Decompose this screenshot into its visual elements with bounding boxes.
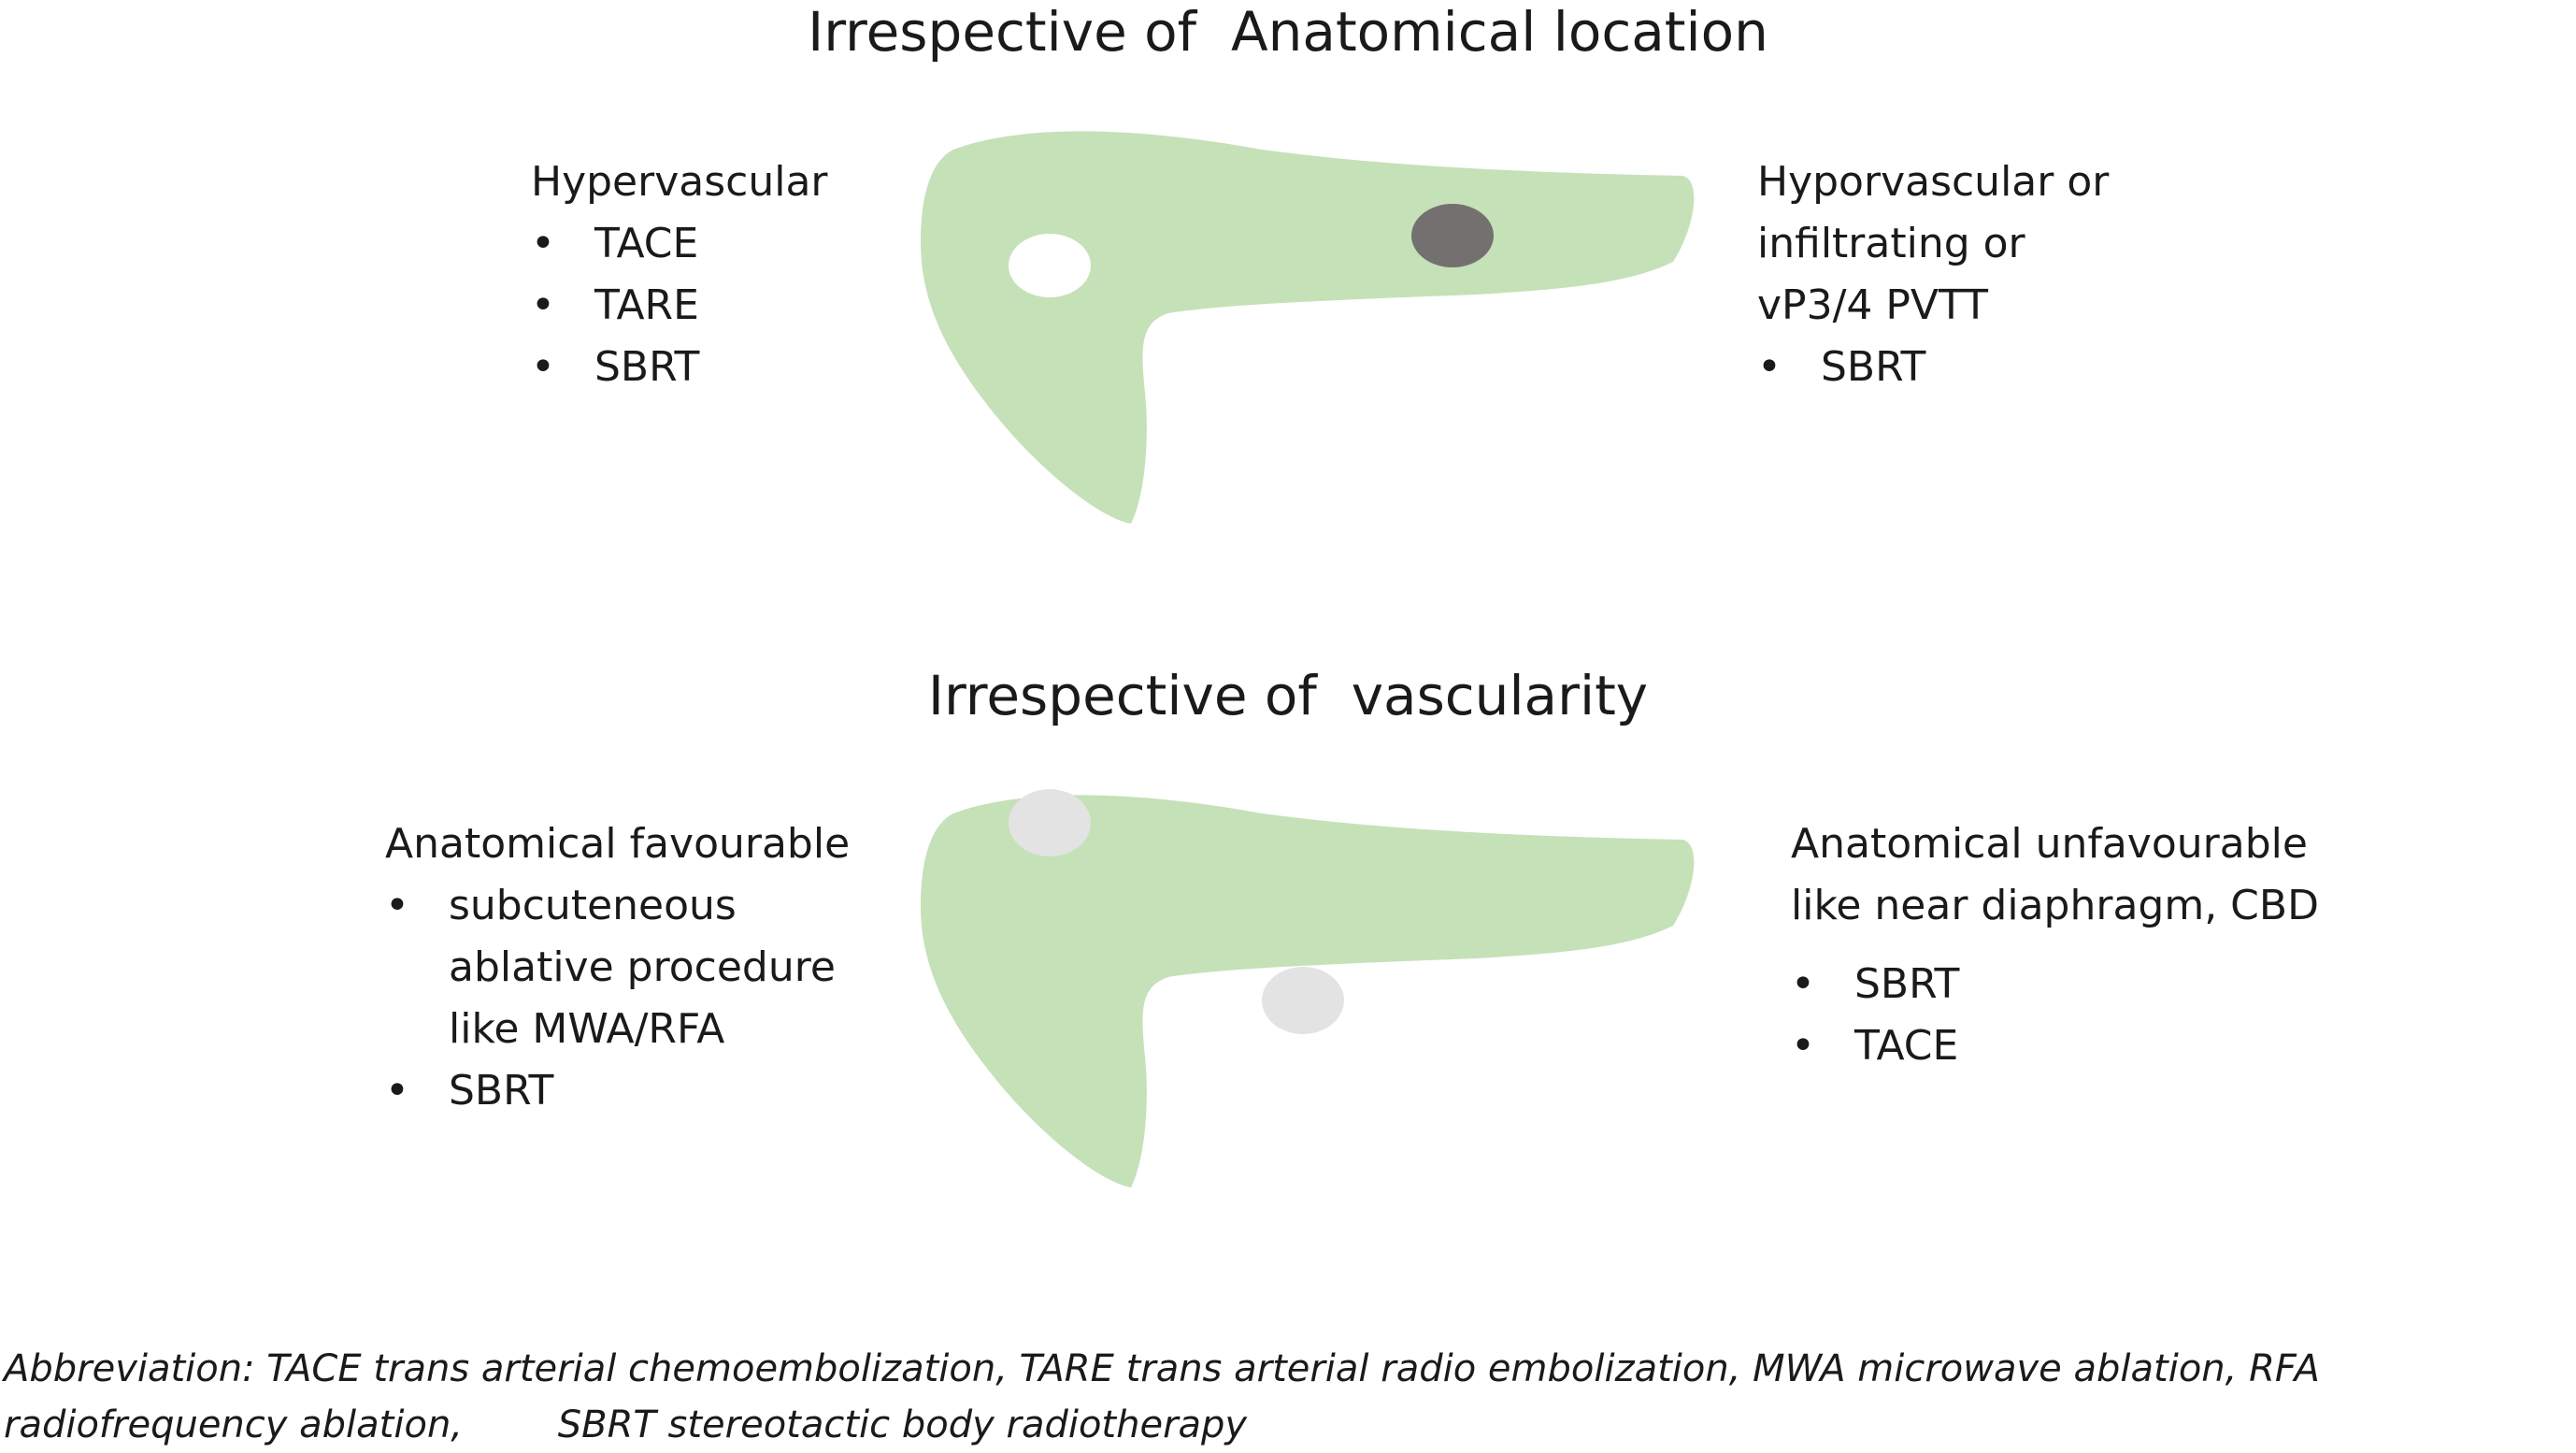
- liver-shape: [921, 795, 1695, 1187]
- anatomical-favourable-options: Anatomical favourable subcuteneous ablat…: [385, 813, 850, 1122]
- list-item: subcuteneous ablative procedure like MWA…: [385, 875, 850, 1060]
- favourable-list: subcuteneous ablative procedure like MWA…: [385, 875, 850, 1122]
- unfavourable-heading-line: Anatomical unfavourable: [1791, 820, 2308, 868]
- list-item: TARE: [531, 275, 828, 337]
- liver-diagram-top: [921, 131, 1695, 525]
- hypovascular-list: SBRT: [1757, 337, 2109, 398]
- unfavourable-list: SBRT TACE: [1791, 954, 2319, 1077]
- abbreviation-footnote: Abbreviation: TACE trans arterial chemoe…: [4, 1347, 2332, 1446]
- hypervascular-lesion: [1009, 234, 1091, 297]
- hypovascular-heading-line: vP3/4 PVTT: [1757, 281, 1988, 329]
- unfavourable-heading-line: like near diaphragm, CBD: [1791, 882, 2319, 929]
- hypovascular-heading-line: Hyporvascular or: [1757, 158, 2110, 206]
- section-title-vascularity: Irrespective of vascularity: [927, 664, 1649, 727]
- section-title-anatomical-location: Irrespective of Anatomical location: [808, 0, 1768, 64]
- lesion-near-diaphragm: [1009, 789, 1091, 856]
- hypovascular-heading-line: infiltrating or: [1757, 220, 2025, 267]
- lesion-central: [1262, 967, 1344, 1034]
- hypervascular-options: Hypervascular TACE TARE SBRT: [531, 151, 828, 398]
- liver-shape: [921, 131, 1695, 525]
- hypovascular-options: Hyporvascular or infiltrating or vP3/4 P…: [1757, 151, 2109, 398]
- list-item: SBRT: [1757, 337, 2109, 398]
- hypervascular-heading: Hypervascular: [531, 158, 828, 206]
- hypovascular-lesion: [1411, 204, 1494, 267]
- list-item: TACE: [531, 213, 828, 275]
- list-item: TACE: [1791, 1015, 2319, 1077]
- liver-diagram-bottom: [921, 789, 1695, 1187]
- list-item: SBRT: [531, 337, 828, 398]
- list-item: SBRT: [385, 1060, 850, 1122]
- favourable-heading: Anatomical favourable: [385, 820, 851, 868]
- hypervascular-list: TACE TARE SBRT: [531, 213, 828, 398]
- list-item: SBRT: [1791, 954, 2319, 1015]
- anatomical-unfavourable-options: Anatomical unfavourable like near diaphr…: [1791, 813, 2319, 1077]
